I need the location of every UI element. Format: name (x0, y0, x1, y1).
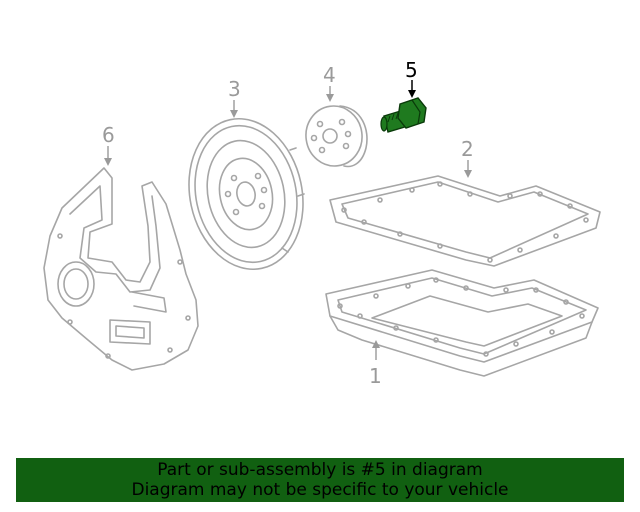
banner-line-2: Diagram may not be specific to your vehi… (131, 480, 509, 500)
part-4-spacer[interactable] (302, 102, 368, 169)
callout-3: 3 (228, 77, 241, 101)
leader-5-arrow (408, 90, 416, 98)
part-2-gasket[interactable] (329, 175, 601, 267)
banner-line-1: Part or sub-assembly is #5 in diagram (157, 460, 483, 480)
callout-5: 5 (405, 58, 418, 82)
leader-1-arrow (372, 340, 380, 348)
leader-6-arrow (104, 158, 112, 166)
callout-2: 2 (461, 137, 474, 161)
leader-3-arrow (230, 110, 238, 118)
part-6-back-plate[interactable] (43, 167, 199, 371)
callout-4: 4 (323, 63, 336, 87)
notice-banner: Part or sub-assembly is #5 in diagram Di… (16, 458, 624, 502)
part-5-bolt[interactable] (380, 97, 427, 133)
callout-1: 1 (369, 364, 382, 388)
leader-4-arrow (326, 94, 334, 102)
leader-2-arrow (464, 170, 472, 178)
callout-6: 6 (102, 123, 115, 147)
part-1-oil-pan[interactable] (325, 269, 599, 377)
part-3-flywheel[interactable] (175, 108, 316, 280)
